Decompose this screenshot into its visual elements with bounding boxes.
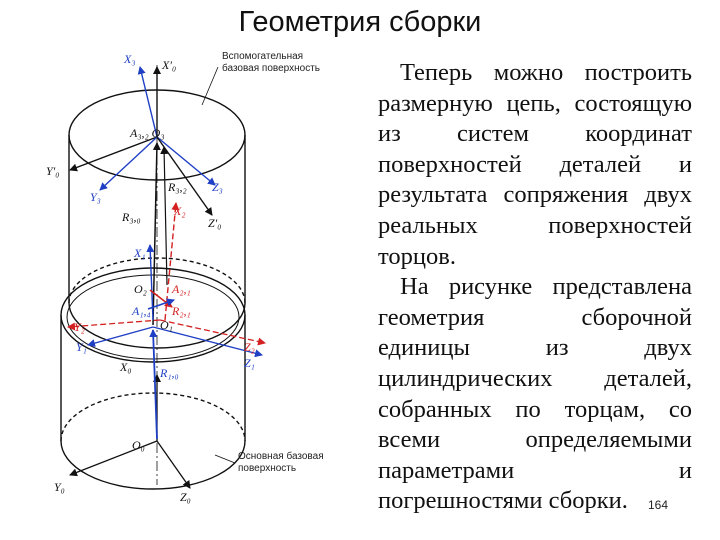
aux-surface-label-2: базовая поверхность <box>222 62 320 74</box>
vector-r32 <box>160 146 169 286</box>
axis-labels: X₃ X′₀ A₃,₂ O₃ Y′₀ Y₃ R₃,₂ Z₃ R₃,₀ X₂ Z′… <box>46 52 255 504</box>
assembly-geometry-diagram: Вспомогательная базовая поверхность Осно… <box>46 51 324 504</box>
label-x0-prime-top: X′₀ <box>161 58 176 72</box>
label-a32-o3: A₃,₂ O₃ <box>129 126 165 140</box>
label-z2: Z₂ <box>244 340 255 354</box>
top-coordinate-system <box>69 66 216 216</box>
vector-r10 <box>149 329 158 440</box>
vector-r30 <box>152 142 161 326</box>
slide-title: Геометрия сборки <box>238 6 482 38</box>
label-x2: X₂ <box>173 204 186 218</box>
label-y1: Y₁ <box>76 340 87 354</box>
label-o0: O₀ <box>132 438 145 452</box>
label-y0-prime: Y′₀ <box>46 164 59 178</box>
label-z1: Z₁ <box>244 356 255 370</box>
label-z0-prime: Z′₀ <box>208 216 221 230</box>
mid-coordinate-systems <box>67 289 266 358</box>
base-surface-label-2: поверхность <box>238 463 296 474</box>
label-y3: Y₃ <box>90 190 101 204</box>
label-y0: Y₀ <box>54 480 65 494</box>
label-x0: X₀ <box>119 360 132 374</box>
label-x1: X₁ <box>133 246 146 260</box>
page-number: 164 <box>648 498 669 512</box>
label-a21: A₂,₁ <box>171 282 191 296</box>
label-r30: R₃,₀ <box>121 210 141 224</box>
label-r32: R₃,₂ <box>167 180 187 194</box>
label-r10: R₁,₀ <box>159 366 179 380</box>
body-text: Теперь можно построить размерную цепь, с… <box>378 58 692 517</box>
label-o2: O₂ <box>134 282 147 296</box>
label-o1: O₁ <box>160 318 173 332</box>
aux-surface-label-1: Вспомогательная <box>222 51 303 62</box>
label-a14: A₁,₄ <box>131 304 151 318</box>
base-surface-label-1: Основная базовая <box>238 450 324 462</box>
label-r21: R₂,₁ <box>171 304 191 318</box>
label-z0: Z₀ <box>180 490 191 504</box>
label-y2: Y₂ <box>74 320 85 334</box>
paragraph-2: На рисунке представлена геометрия сбороч… <box>378 273 692 515</box>
lower-cylinder <box>60 267 246 490</box>
label-x3: X₃ <box>123 52 136 66</box>
base-coordinate-system <box>69 374 191 489</box>
label-z3: Z₃ <box>212 180 223 194</box>
paragraph-1: Теперь можно построить размерную цепь, с… <box>378 59 692 270</box>
